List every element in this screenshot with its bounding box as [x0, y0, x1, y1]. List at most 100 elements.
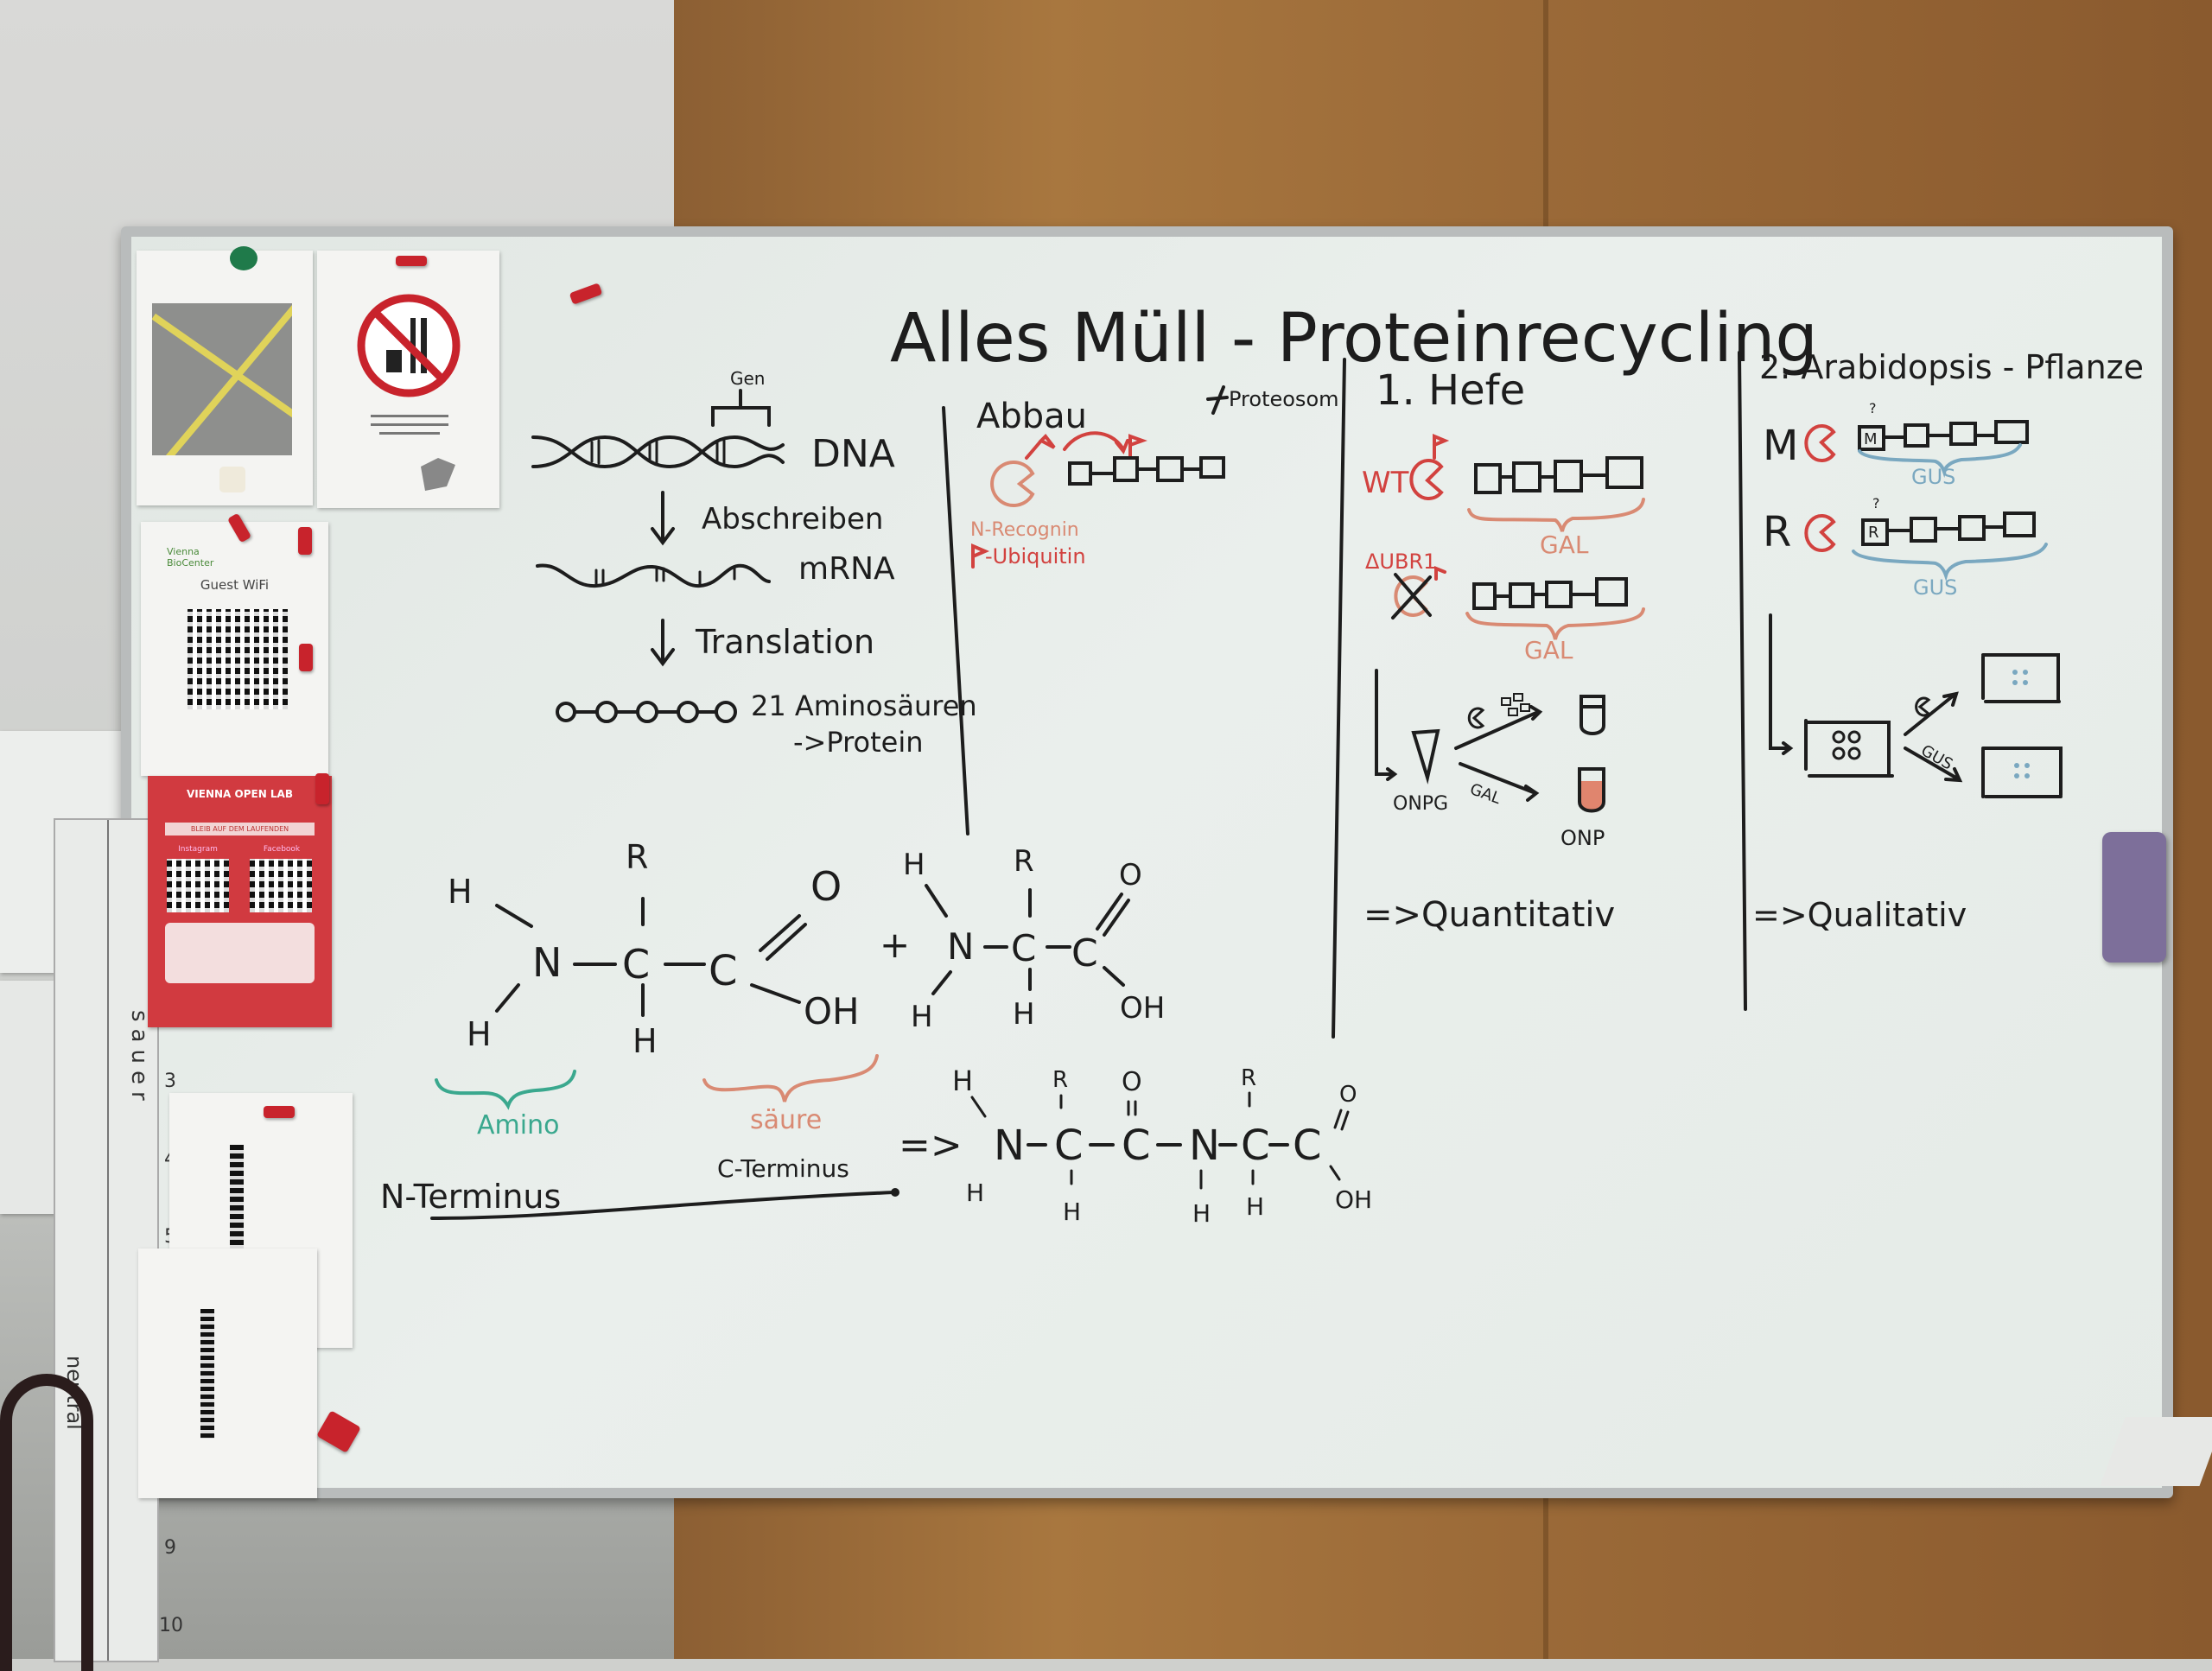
atom: OH [1120, 991, 1165, 1026]
atom: H [448, 873, 473, 911]
white-magnet[interactable] [219, 467, 245, 492]
whiteboard-eraser[interactable] [2102, 832, 2166, 963]
hefe-heading: 1. Hefe [1376, 366, 1525, 415]
map-image [152, 303, 292, 455]
proteasome-label: Proteosom [1229, 387, 1339, 411]
atom: H [1246, 1192, 1264, 1221]
board-title: Alles Müll - Proteinrecycling [890, 300, 1818, 378]
atom: H [1013, 997, 1035, 1032]
atom: R [1052, 1067, 1068, 1093]
ruler-number: 3 [164, 1071, 176, 1092]
r-question-mark: ? [1872, 495, 1880, 511]
facebook-label: Facebook [263, 845, 301, 854]
enzyme-pacman-icon [1915, 696, 1931, 717]
onp-label: ONP [1560, 826, 1605, 850]
arrow-upper-icon [1454, 705, 1543, 750]
facebook-qr-code[interactable] [250, 859, 312, 912]
ubiquitin-flag-icon [1128, 434, 1147, 458]
open-lab-logo: VIENNA OPEN LAB [187, 788, 293, 800]
atom: C [1011, 927, 1036, 969]
red-magnet[interactable] [396, 256, 427, 266]
atom: H [952, 1064, 973, 1097]
protein-label: ->Protein [793, 726, 924, 759]
gus-label: GUS [1911, 465, 1955, 489]
gus-arrow-label: GUS [1918, 741, 1956, 773]
gal-protein-chain-icon [1474, 456, 1643, 494]
atom: N [994, 1121, 1025, 1170]
delta-ubr1-label: ΔUBR1 [1365, 550, 1436, 574]
arrow-down-icon [651, 491, 675, 546]
instagram-qr-code[interactable] [167, 859, 229, 912]
vienna-open-lab-poster: VIENNA OPEN LAB BLEIB AUF DEM LAUFENDEN … [148, 776, 332, 1027]
red-magnet[interactable] [299, 644, 313, 671]
abbau-heading: Abbau [976, 397, 1087, 436]
dipeptide-bottom-atoms: H H H H OH [966, 1179, 1372, 1228]
gal-protein-chain-icon [1472, 577, 1628, 610]
ubiquitin-label: -Ubiquitin [985, 544, 1086, 569]
instagram-label: Instagram [178, 845, 218, 854]
atom: O [1122, 1067, 1142, 1097]
arrow-lower-icon [1904, 747, 1963, 783]
proteasome-symbol-icon [1206, 385, 1229, 415]
red-magnet[interactable] [298, 527, 312, 555]
gus-label: GUS [1913, 575, 1957, 600]
plate-result-icon [1981, 653, 2061, 703]
ubiquitin-flag-icon [971, 543, 990, 569]
arrow-lower-icon [1459, 762, 1540, 802]
atom: H [632, 1022, 658, 1060]
atom: H [966, 1179, 984, 1207]
dipeptide-backbone: N C C N C C [994, 1121, 1322, 1170]
arrow-down-icon [651, 619, 675, 667]
wall-paper-sheet [0, 981, 60, 1214]
vienna-biocenter-logo: Vienna BioCenter [167, 546, 214, 569]
saeure-brace [702, 1054, 879, 1102]
divider-line [942, 406, 969, 836]
atom: H [467, 1015, 492, 1053]
m-box-label: M [1864, 430, 1878, 448]
arabidopsis-heading: 2. Arabidopsis - Pflanze [1759, 348, 2144, 386]
green-magnet[interactable] [230, 246, 257, 270]
gus-brace [1858, 443, 2022, 479]
m-label: M [1763, 422, 1798, 470]
wt-label: WT [1362, 466, 1409, 500]
red-magnet[interactable] [264, 1106, 295, 1118]
no-eating-icon [357, 294, 461, 491]
dna-helix-icon [531, 435, 785, 469]
m-question-mark: ? [1869, 400, 1877, 416]
n-recognin-pacman-icon [990, 461, 1035, 507]
open-lab-banner: BLEIB AUF DEM LAUFENDEN [165, 823, 315, 836]
guest-wifi-title: Guest WiFi [200, 577, 270, 593]
bonds [925, 884, 1130, 995]
map-poster [137, 251, 313, 505]
mrna-label: mRNA [798, 551, 895, 587]
translation-label: Translation [695, 623, 874, 661]
divider-line [1738, 351, 1747, 1011]
quantitativ-conclusion: =>Quantitativ [1363, 895, 1615, 935]
mrna-strand-icon [536, 563, 771, 588]
ubr1-pacman-icon [1409, 459, 1444, 500]
atom: C [1293, 1121, 1322, 1170]
atom: C [1122, 1121, 1151, 1170]
knockout-x-icon [1391, 573, 1432, 619]
l-arrow-icon [1375, 669, 1398, 781]
atom: O [810, 863, 842, 910]
gal-brace [1467, 498, 1645, 532]
amino-brace [435, 1070, 576, 1110]
atom: OH [804, 990, 860, 1032]
no-food-drink-sign [317, 251, 499, 508]
atom: N [532, 939, 562, 986]
gal-brace [1465, 607, 1645, 640]
amino-label: Amino [477, 1110, 559, 1140]
atom: R [1014, 844, 1034, 879]
atom: H [1192, 1199, 1211, 1228]
amino-acid-chain-icon [556, 701, 737, 723]
bonds [970, 1091, 1350, 1190]
ubiquitin-flag-icon [1025, 433, 1056, 460]
terminus-arrow [430, 1191, 896, 1220]
arrow-upper-icon [1904, 691, 1959, 736]
clear-tube-icon [1580, 695, 1605, 735]
red-magnet[interactable] [315, 773, 329, 804]
gus-protein-chain-icon [1885, 511, 2036, 543]
wifi-qr-code[interactable] [188, 609, 288, 709]
